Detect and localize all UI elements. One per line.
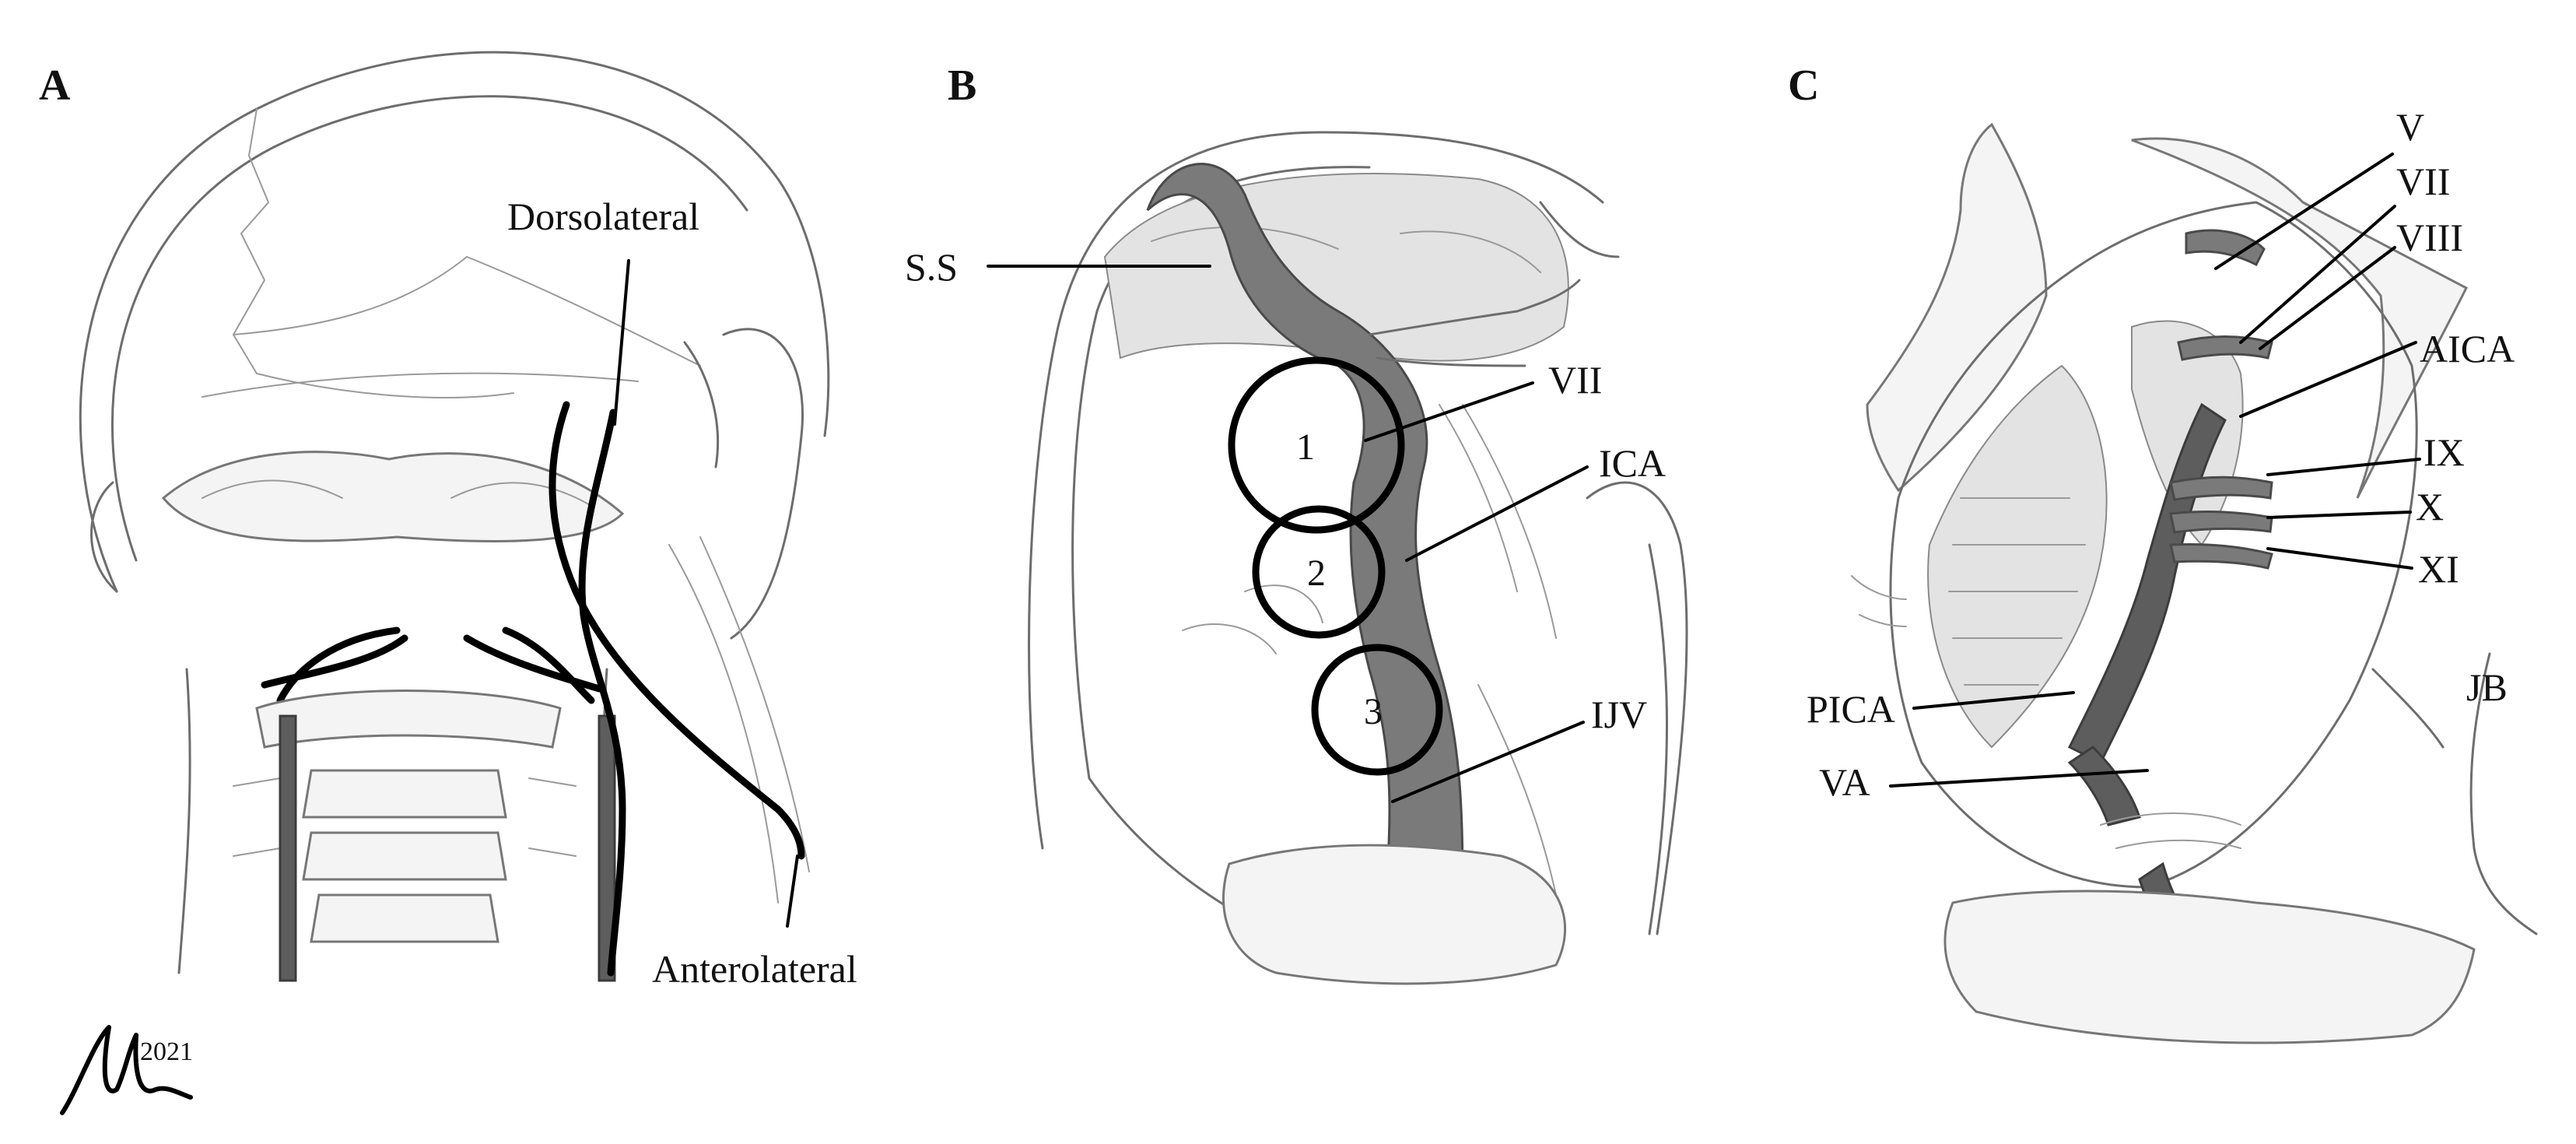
vii-leader-c <box>2239 205 2396 344</box>
circle-2 <box>1252 505 1386 639</box>
dorsolateral-incision-line <box>578 409 626 977</box>
panel-c-letter: C <box>1788 61 1819 110</box>
panel-b-letter: B <box>948 61 976 110</box>
anterolateral-label: Anterolateral <box>652 947 857 991</box>
v-label: V <box>2396 105 2424 149</box>
xi-label: XI <box>2418 547 2459 591</box>
ijv-leader <box>1391 721 1585 803</box>
retrosigmoid-exposure-illustration <box>1028 131 1688 985</box>
dorsolateral-label: Dorsolateral <box>507 195 699 238</box>
xi-leader <box>2266 547 2413 570</box>
circle-1 <box>1228 356 1405 534</box>
vii-label-b: VII <box>1548 358 1602 402</box>
ix-leader <box>2266 458 2421 476</box>
ica-leader <box>1405 465 1589 562</box>
panel-c: C <box>1788 61 2538 1044</box>
circle-3-number: 3 <box>1364 691 1383 732</box>
panel-b: B 1 2 <box>905 61 1688 985</box>
vii-leader-b <box>1364 381 1534 442</box>
circle-1-number: 1 <box>1296 426 1315 468</box>
x-label: X <box>2416 485 2444 528</box>
circle-region-3: 3 <box>1311 644 1443 776</box>
circle-region-1: 1 <box>1228 356 1405 534</box>
va-leader <box>1889 769 2149 788</box>
far-lateral-exposure-illustration <box>1851 122 2538 1044</box>
circle-2-number: 2 <box>1307 553 1326 594</box>
anterolateral-incision-line <box>548 401 805 860</box>
ss-label: S.S <box>905 245 958 289</box>
aica-leader <box>2239 341 2417 418</box>
ica-label: ICA <box>1599 441 1666 485</box>
dorsolateral-leader <box>613 259 630 426</box>
artist-signature: 2021 <box>60 1025 193 1115</box>
panel-a: A <box>39 51 857 1115</box>
pica-label: PICA <box>1807 687 1895 731</box>
signature-year: 2021 <box>140 1037 193 1066</box>
circle-region-2: 2 <box>1252 505 1386 639</box>
viii-label: VIII <box>2396 216 2463 259</box>
x-leader <box>2266 511 2412 519</box>
va-label: VA <box>1819 760 1870 804</box>
aica-label: AICA <box>2420 327 2515 370</box>
viii-leader <box>2259 246 2396 350</box>
anterolateral-leader <box>786 854 799 928</box>
vii-label-c: VII <box>2396 160 2450 203</box>
panel-a-letter: A <box>39 61 71 110</box>
pica-leader <box>1912 691 2075 710</box>
posterior-head-illustration <box>79 51 830 982</box>
v-leader <box>2214 153 2394 270</box>
ix-label: IX <box>2424 430 2465 474</box>
jb-label: JB <box>2466 665 2508 709</box>
ijv-label: IJV <box>1591 693 1647 736</box>
circle-3 <box>1311 644 1443 776</box>
